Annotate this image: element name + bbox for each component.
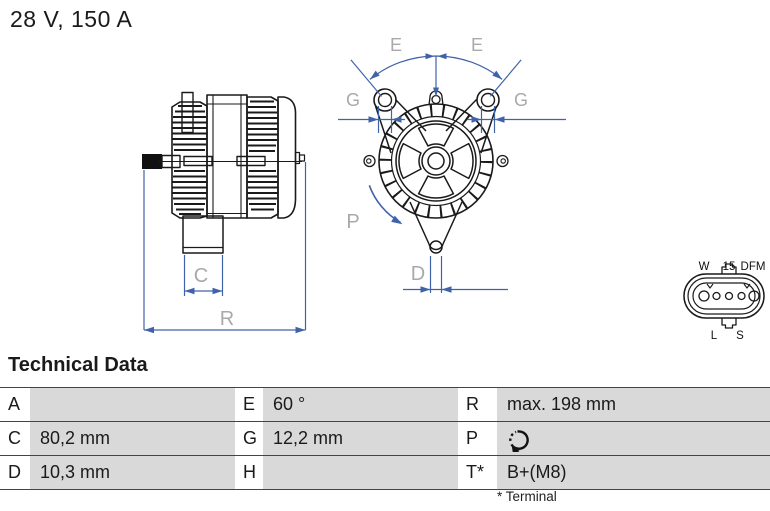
row-label-g: G <box>235 422 263 455</box>
value-a <box>30 388 235 421</box>
pulley-face <box>395 120 477 202</box>
alternator-front-view: E E G G D P <box>338 35 566 293</box>
dim-label-e-left: E <box>390 35 402 55</box>
table-row: C 80,2 mm G 12,2 mm P T* <box>0 422 770 456</box>
row-label-d: D <box>0 456 30 489</box>
row-label-t-star: T* <box>458 456 497 489</box>
pin-label-l: L <box>711 330 718 342</box>
table-row: A E 60 ° R max. 198 mm <box>0 388 770 422</box>
mounting-lug-bottom <box>409 201 463 254</box>
value-g: 12,2 mm <box>263 422 458 455</box>
row-label-r: R <box>458 388 497 421</box>
value-d: 10,3 mm <box>30 456 235 489</box>
value-r: max. 198 mm <box>497 388 770 421</box>
technical-drawing: C R <box>142 35 766 342</box>
shaft-hole <box>427 152 445 170</box>
pin-label-s: S <box>736 330 744 342</box>
terminal-footnote: * Terminal <box>497 489 557 504</box>
value-h <box>263 456 458 489</box>
row-label-c: C <box>0 422 30 455</box>
row-label-p: P <box>458 422 497 455</box>
plug-connector-diagram: W 15 DFM L S <box>683 261 766 342</box>
connector-pin <box>698 290 710 302</box>
connector-shell <box>683 273 765 319</box>
rear-cover <box>277 96 297 219</box>
connector-pin <box>712 291 721 301</box>
side-view-dimensions: C R <box>143 162 307 334</box>
terminal-block <box>181 91 194 134</box>
alternator-side-view: C R <box>142 91 307 334</box>
dim-label-e-right: E <box>471 35 483 55</box>
row-label-e: E <box>235 388 263 421</box>
connector-pin <box>748 290 760 302</box>
connector-pin <box>724 291 734 301</box>
shaft-thread <box>142 154 162 169</box>
dim-label-g-right: G <box>514 90 528 110</box>
pin-label-w: W <box>699 261 710 273</box>
dim-label-c: C <box>194 265 208 287</box>
front-view-dimensions: E E G G D P <box>338 35 566 293</box>
value-p <box>497 422 770 455</box>
dim-label-g-left: G <box>346 90 360 110</box>
dim-label-p: P <box>346 211 359 233</box>
connector-pin <box>737 291 746 301</box>
value-e: 60 ° <box>263 388 458 421</box>
connector-top-tab <box>721 263 737 274</box>
row-label-a: A <box>0 388 30 421</box>
value-c: 80,2 mm <box>30 422 235 455</box>
pin-label-15: 15 <box>723 261 736 273</box>
mounting-foot <box>182 215 224 254</box>
connector-bottom-tab <box>721 318 737 329</box>
dim-label-r: R <box>220 308 234 330</box>
technical-data-table: A E 60 ° R max. 198 mm C 80,2 mm G 12,2 … <box>0 387 770 490</box>
rotation-direction-icon <box>509 429 529 452</box>
dim-label-d: D <box>411 263 425 285</box>
pin-label-dfm: DFM <box>741 261 766 273</box>
technical-data-heading: Technical Data <box>8 354 148 376</box>
value-t-star: B+(M8) <box>497 456 770 489</box>
rating-title: 28 V, 150 A <box>10 6 133 32</box>
table-row: D 10,3 mm H T* B+(M8) <box>0 456 770 490</box>
row-label-h: H <box>235 456 263 489</box>
